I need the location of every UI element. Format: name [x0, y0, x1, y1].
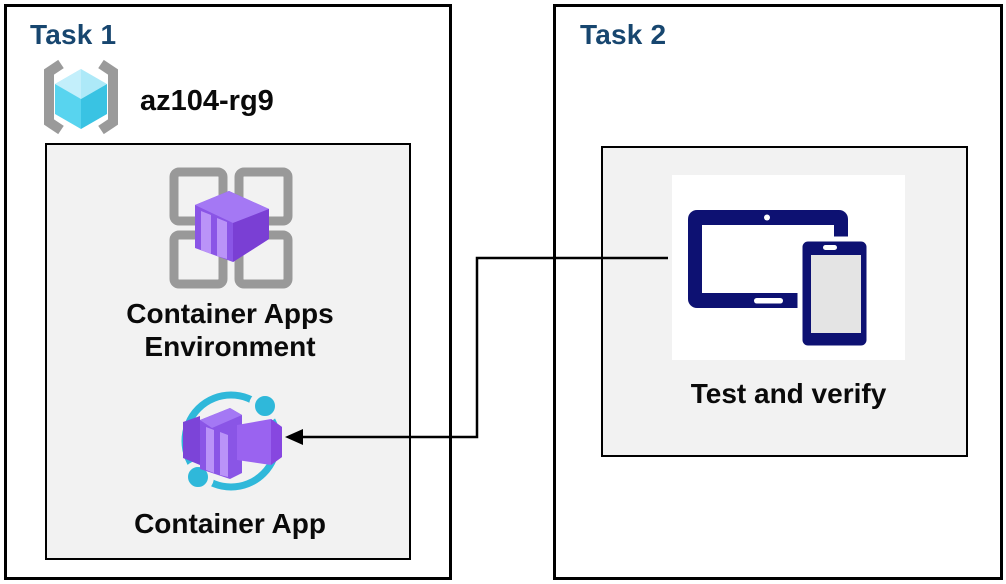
task2-title: Task 2 — [580, 19, 667, 50]
task1-box: Task 1 az104-rg9 — [4, 4, 452, 580]
environment-label-line2: Environment — [144, 331, 316, 362]
container-app-label: Container App — [134, 508, 326, 539]
environment-label-line1: Container Apps — [126, 298, 334, 329]
task1-panel: Container Apps Environment Container App — [45, 143, 411, 560]
task2-panel: Test and verify — [601, 146, 968, 457]
resource-group-name: az104-rg9 — [140, 85, 274, 117]
container-app-icon — [175, 385, 287, 497]
environment-label: Container Apps Environment — [47, 297, 413, 363]
devices-card — [672, 175, 905, 360]
test-and-verify-label: Test and verify — [690, 378, 887, 409]
resource-group-icon — [31, 57, 131, 141]
task2-box: Task 2 Test and verify — [553, 4, 1003, 580]
container-apps-environment-icon — [165, 165, 297, 291]
tablet-and-phone-icon — [672, 175, 905, 360]
task1-title: Task 1 — [30, 19, 117, 50]
